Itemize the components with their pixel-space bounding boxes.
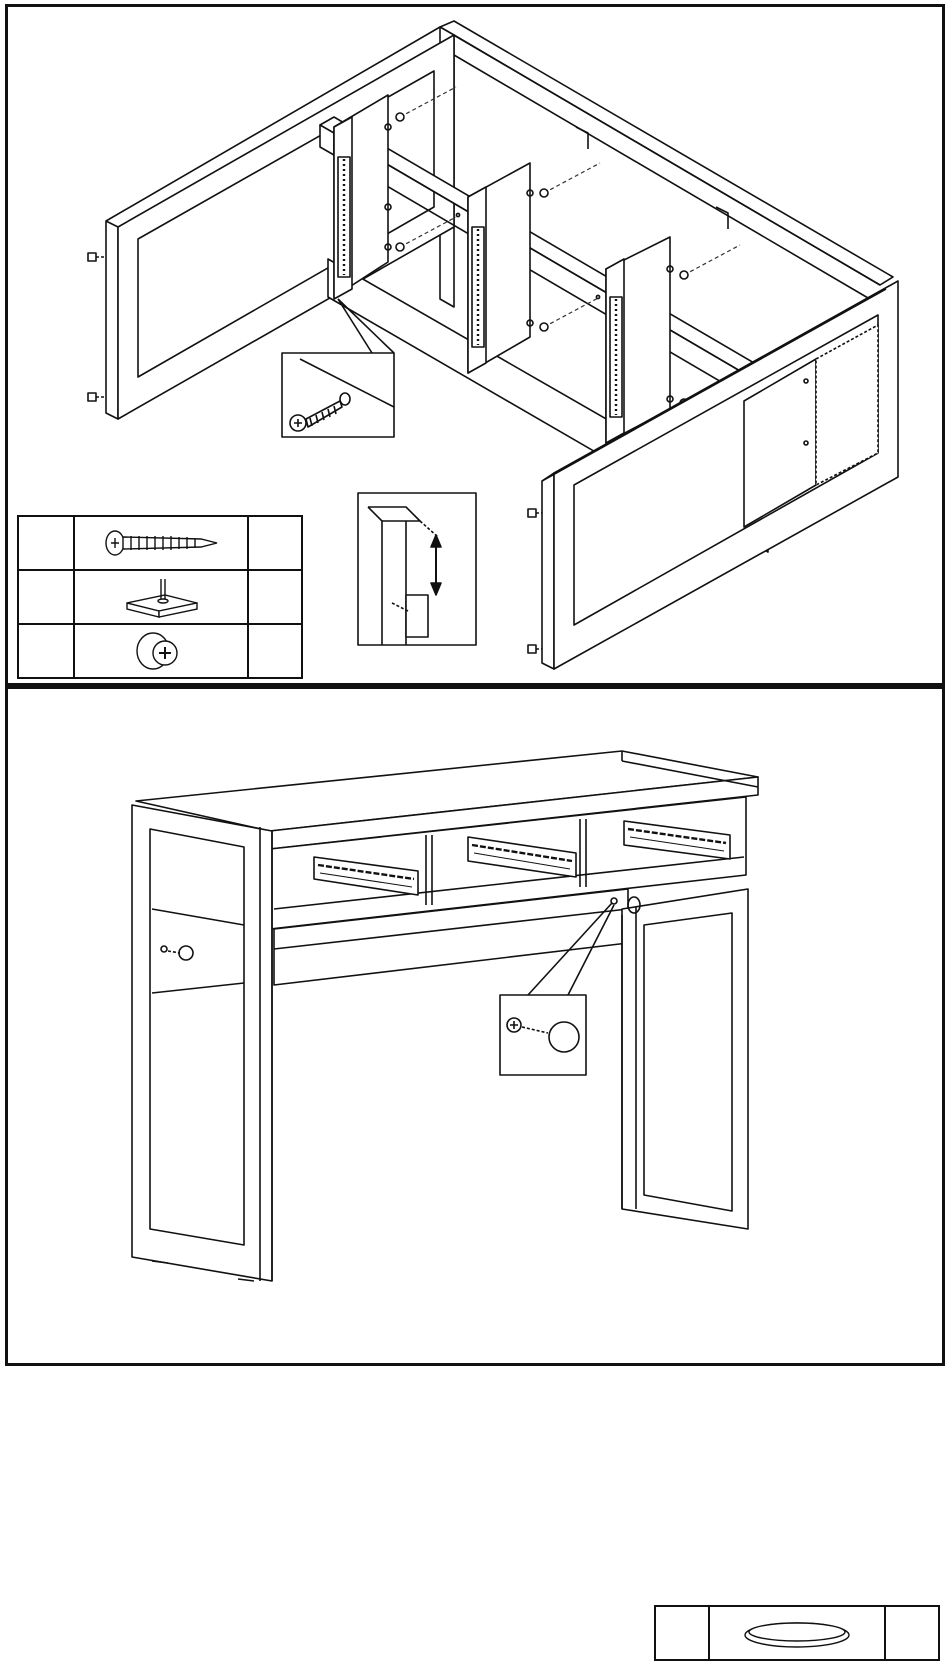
part-qty [885, 1606, 939, 1660]
glide-nail-icon [121, 575, 201, 619]
leg-peg [528, 645, 536, 653]
parts-row [18, 570, 302, 624]
leg-peg [88, 393, 96, 401]
part-letter [655, 1606, 709, 1660]
parts-row [18, 624, 302, 678]
cam-lock-icon [131, 629, 191, 673]
assembled-console-table-illustration [8, 689, 942, 1363]
wood-screw-icon [101, 523, 221, 563]
parts-row [655, 1606, 939, 1660]
assembly-page [0, 0, 950, 1370]
screw-cap-cover-icon [737, 1615, 857, 1651]
part-icon-cell [74, 624, 248, 678]
part-letter [18, 624, 74, 678]
leg-slot-alignment-callout [358, 493, 476, 645]
parts-list-table [654, 1605, 940, 1661]
part-icon-cell [74, 570, 248, 624]
parts-row [18, 516, 302, 570]
part-icon-cell [74, 516, 248, 570]
step-panel-bottom [5, 686, 945, 1366]
leg-peg [88, 253, 96, 261]
part-qty [248, 516, 302, 570]
part-letter [18, 516, 74, 570]
part-letter [18, 570, 74, 624]
part-qty [248, 624, 302, 678]
part-qty [248, 570, 302, 624]
parts-list-table [17, 515, 303, 679]
part-icon-cell [709, 1606, 885, 1660]
step-panel-top [5, 4, 945, 686]
leg-peg [528, 509, 536, 517]
